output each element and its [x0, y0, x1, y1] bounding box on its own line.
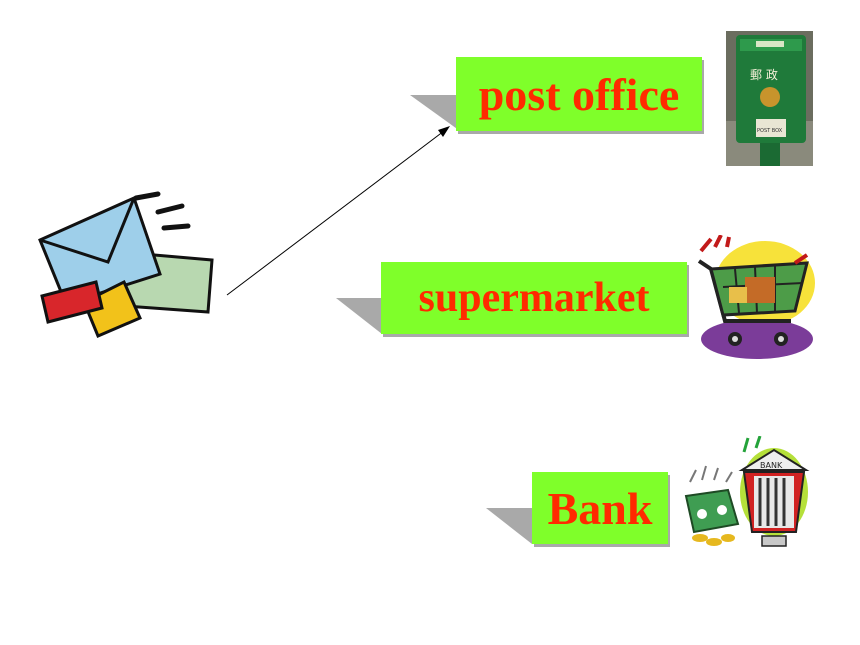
post-office-label: post office — [456, 57, 702, 131]
label-shadow — [486, 508, 532, 544]
bank-icon: BANK — [734, 436, 810, 554]
svg-text:郵 政: 郵 政 — [750, 68, 778, 82]
supermarket-label: supermarket — [381, 262, 687, 334]
label-shadow — [410, 95, 460, 131]
envelope-icon — [36, 190, 218, 340]
money-icon — [680, 462, 750, 548]
svg-text:POST BOX: POST BOX — [757, 128, 783, 134]
label-shadow — [336, 298, 382, 334]
shopping-cart-icon — [695, 235, 817, 361]
bank-label: Bank — [532, 472, 668, 544]
svg-text:BANK: BANK — [760, 461, 783, 470]
postbox-icon: 郵 政 POST BOX — [726, 31, 813, 166]
